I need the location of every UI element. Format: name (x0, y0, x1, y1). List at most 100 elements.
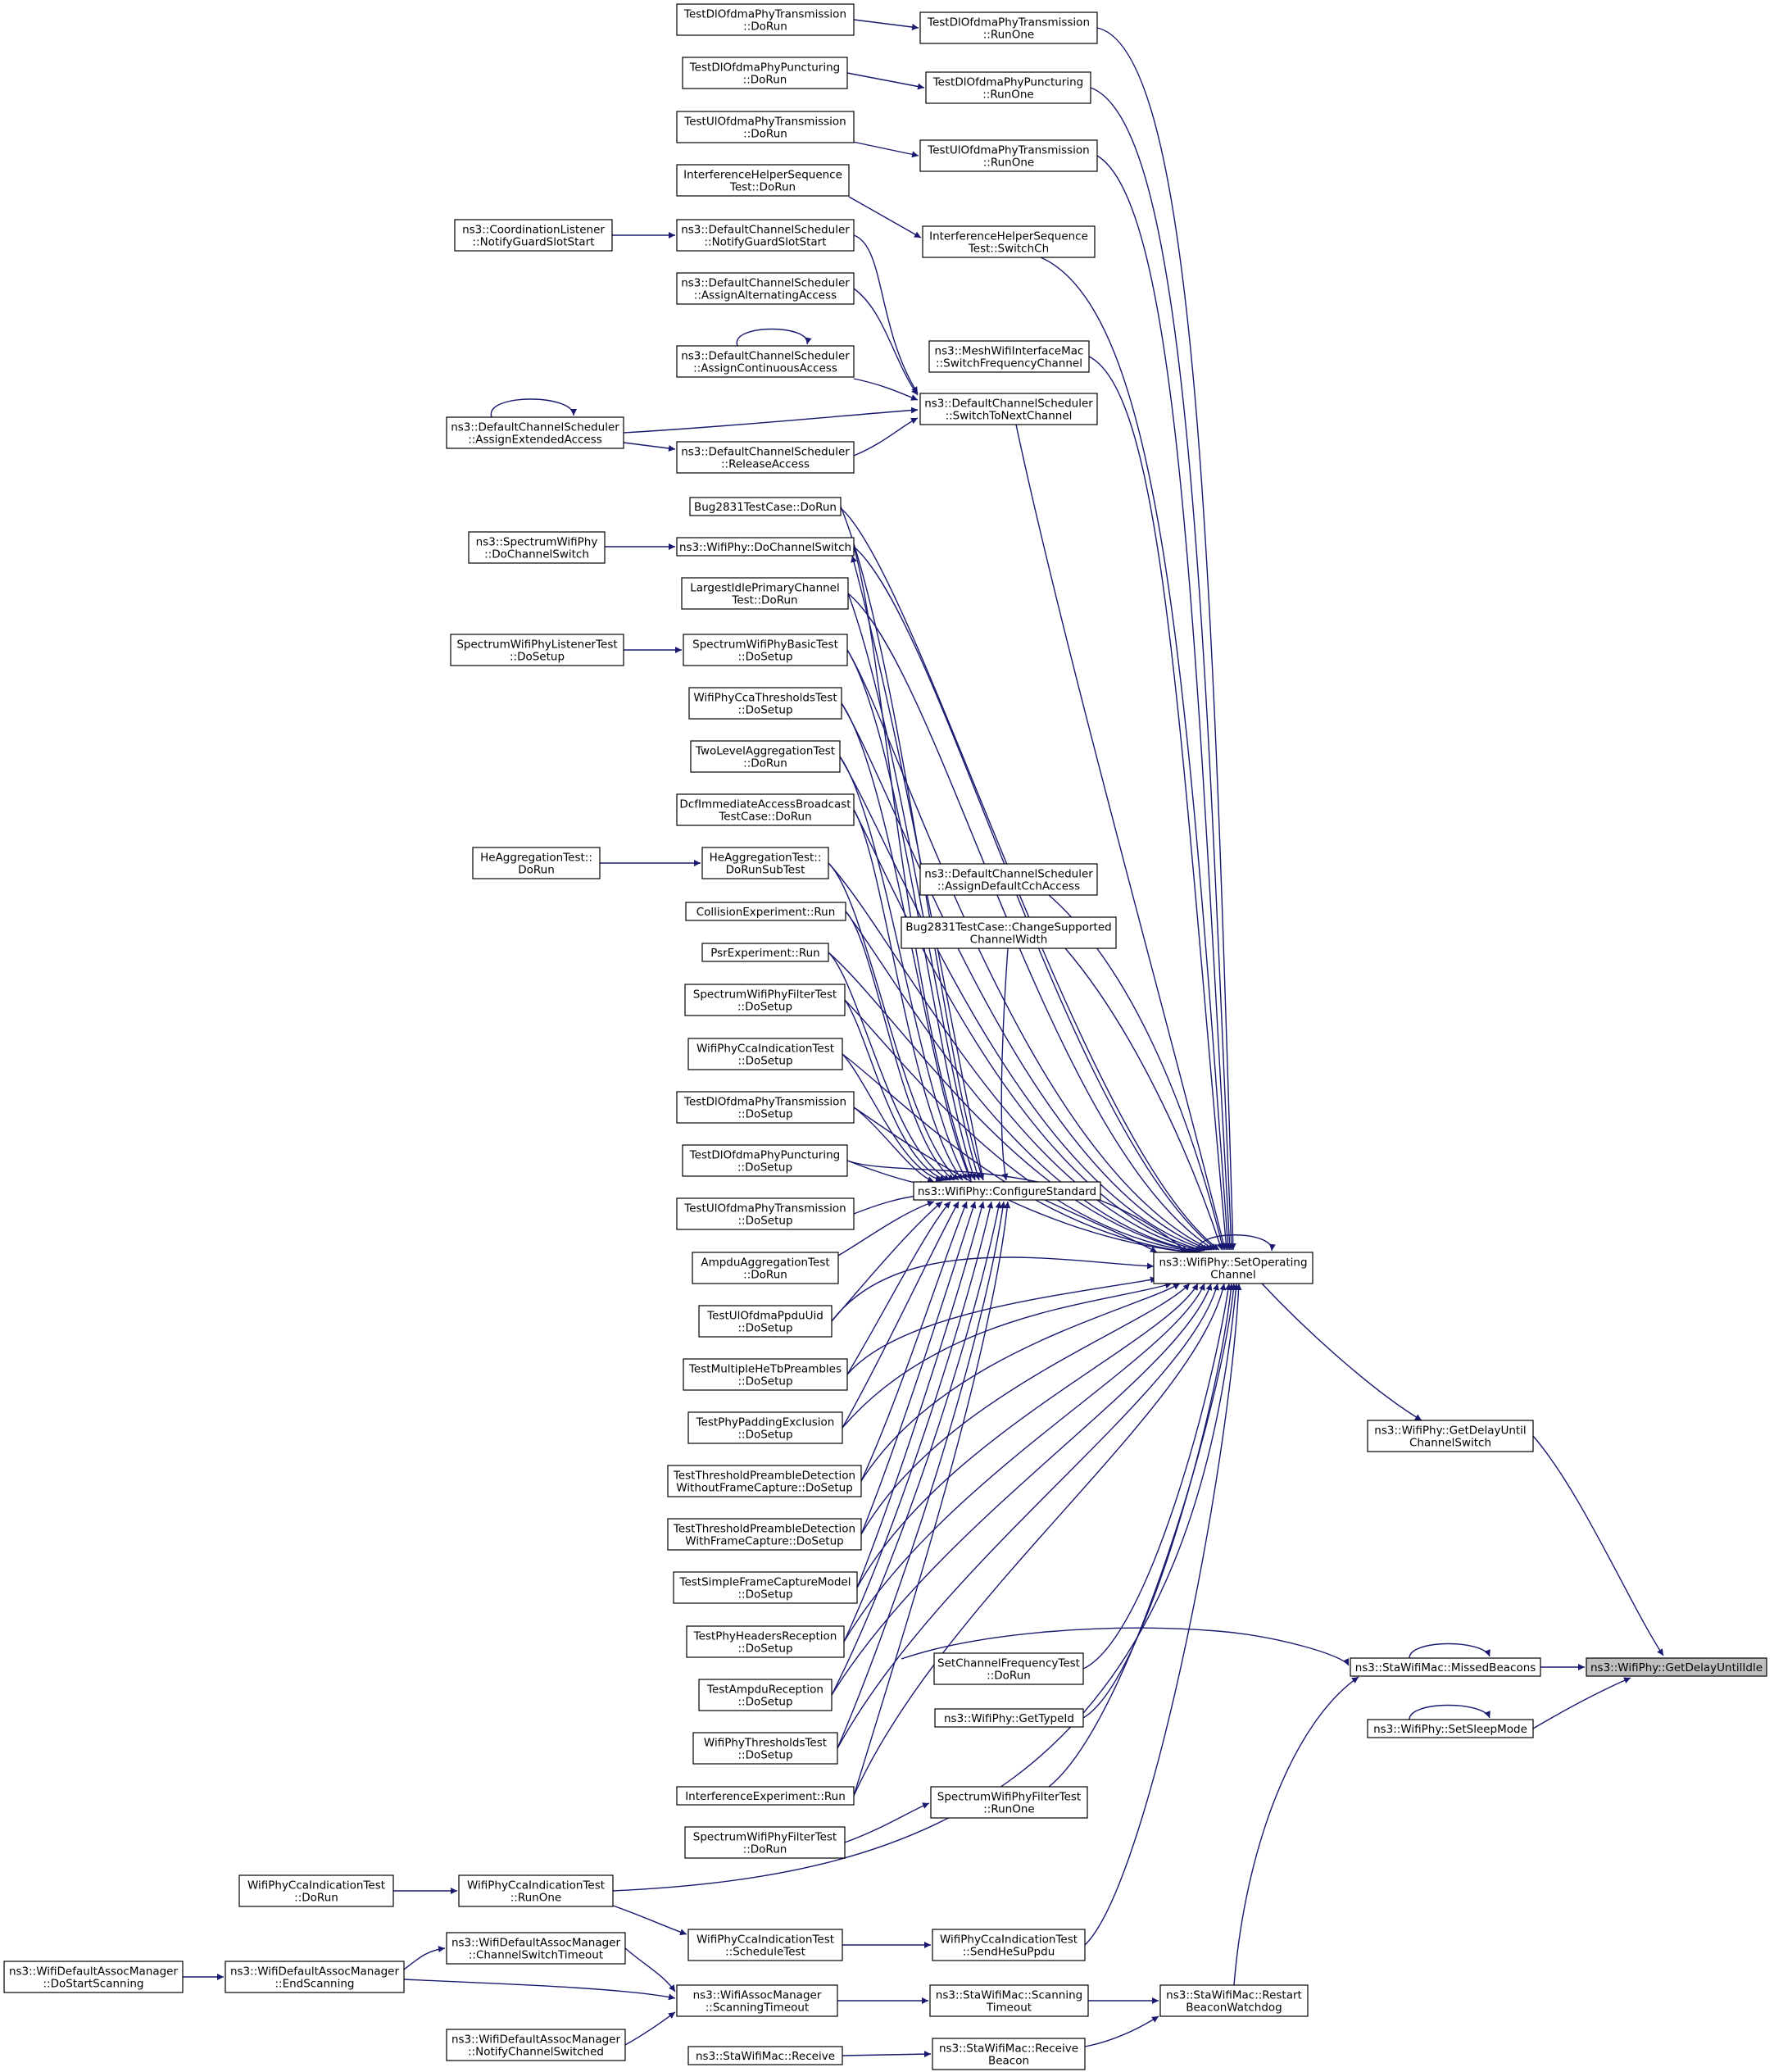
node-interfexp[interactable]: InterferenceExperiment::Run (676, 1786, 855, 1806)
node-dcs-rel[interactable]: ns3::DefaultChannelScheduler::ReleaseAcc… (676, 441, 855, 474)
node-wdam-notify[interactable]: ns3::WifiDefaultAssocManager::NotifyChan… (446, 2029, 626, 2061)
node-box (1159, 1984, 1309, 2017)
call-edge (860, 1283, 1191, 1535)
node-swpfilter-d[interactable]: SpectrumWifiPhyFilterTest::DoRun (684, 1826, 846, 1859)
node-ccathresh[interactable]: WifiPhyCcaThresholdsTest::DoSetup (688, 687, 842, 720)
node-simplefc[interactable]: TestSimpleFrameCaptureModel::DoSetup (673, 1571, 858, 1604)
node-label: ::DoSetup (737, 1322, 792, 1335)
node-bug2831-d[interactable]: Bug2831TestCase::DoRun (689, 497, 842, 516)
node-wdam-start[interactable]: ns3::WifiDefaultAssocManager::DoStartSca… (3, 1961, 184, 1993)
call-edge (612, 1283, 1240, 1892)
node-label: WifiPhyCcaIndicationTest (467, 1879, 605, 1893)
node-ccaind-he[interactable]: WifiPhyCcaIndicationTest::SendHeSuPpdu (932, 1929, 1086, 1961)
node-target[interactable]: ns3::WifiPhy::GetDelayUntilIdle (1586, 1657, 1767, 1677)
call-edge (491, 398, 577, 418)
node-wdam-chto[interactable]: ns3::WifiDefaultAssocManager::ChannelSwi… (446, 1932, 626, 1965)
node-wifiphy-dcs[interactable]: ns3::WifiPhy::DoChannelSwitch (676, 537, 855, 557)
node-label: TestThresholdPreambleDetection (673, 1523, 855, 1536)
node-box (676, 111, 855, 143)
node-collision[interactable]: CollisionExperiment::Run (685, 902, 846, 921)
node-label: ::DoSetup (510, 651, 565, 664)
node-dlofdmatx-r[interactable]: TestDlOfdmaPhyTransmission::RunOne (919, 11, 1098, 44)
node-ampduagg[interactable]: AmpduAggregationTest::DoRun (692, 1252, 839, 1284)
node-label: SpectrumWifiPhyFilterTest (693, 1831, 837, 1844)
node-label: CollisionExperiment::Run (696, 906, 836, 919)
node-label: ns3::WifiPhy::ConfigureStandard (918, 1185, 1096, 1198)
node-meshwifi[interactable]: ns3::MeshWifiInterfaceMac::SwitchFrequen… (928, 340, 1090, 373)
node-sta-scan[interactable]: ns3::StaWifiMac::ScanningTimeout (929, 1984, 1089, 2017)
node-dcs-cont[interactable]: ns3::DefaultChannelScheduler::AssignCont… (676, 345, 855, 378)
node-wdam-end[interactable]: ns3::WifiDefaultAssocManager::EndScannin… (225, 1961, 405, 1993)
node-dlpunct-d[interactable]: TestDlOfdmaPhyPuncturing::DoRun (682, 57, 848, 89)
node-ccaind-s[interactable]: WifiPhyCcaIndicationTest::DoSetup (687, 1038, 843, 1070)
node-dlpunct-s[interactable]: TestDlOfdmaPhyPuncturing::DoSetup (682, 1144, 848, 1177)
node-spectrum-dcs[interactable]: ns3::SpectrumWifiPhy::DoChannelSwitch (468, 531, 606, 564)
node-heagg-d[interactable]: HeAggregationTest::DoRun (472, 847, 601, 879)
call-edge (842, 1282, 1173, 1429)
node-ulppduuid[interactable]: TestUlOfdmaPpduUid::DoSetup (698, 1305, 833, 1338)
node-box (676, 1091, 855, 1124)
node-dcfimm[interactable]: DcfImmediateAccessBroadcastTestCase::DoR… (676, 793, 855, 826)
node-dlofdmatx-d[interactable]: TestDlOfdmaPhyTransmission::DoRun (676, 3, 855, 36)
node-configstd[interactable]: ns3::WifiPhy::ConfigureStandard (913, 1181, 1101, 1201)
node-dcs-guard[interactable]: ns3::DefaultChannelScheduler::NotifyGuar… (676, 219, 855, 252)
node-dcs-ext[interactable]: ns3::DefaultChannelScheduler::AssignExte… (446, 416, 624, 449)
node-sta-recv[interactable]: ns3::StaWifiMac::Receive (687, 2046, 843, 2065)
node-ulofdmatx-d[interactable]: TestUlOfdmaPhyTransmission::DoRun (676, 111, 855, 143)
call-edge (623, 442, 676, 452)
node-dcs-alt[interactable]: ns3::DefaultChannelScheduler::AssignAlte… (676, 272, 855, 305)
node-thresh-w[interactable]: TestThresholdPreambleDetectionWithFrameC… (667, 1518, 862, 1551)
call-edge (1000, 947, 1009, 1181)
call-edge (843, 1201, 994, 1643)
node-gettypeid[interactable]: ns3::WifiPhy::GetTypeId (934, 1708, 1084, 1728)
node-phythresh[interactable]: WifiPhyThresholdsTest::DoSetup (692, 1732, 838, 1765)
node-twolevel[interactable]: TwoLevelAggregationTest::DoRun (690, 740, 841, 773)
node-swplistener[interactable]: SpectrumWifiPhyListenerTest::DoSetup (450, 634, 624, 666)
call-edge (839, 756, 968, 1181)
node-dlpunct-r[interactable]: TestDlOfdmaPhyPuncturing::RunOne (925, 71, 1091, 104)
node-ulofdmatx-r[interactable]: TestUlOfdmaPhyTransmission::RunOne (919, 139, 1098, 172)
node-box (468, 531, 606, 564)
node-dcs-switch[interactable]: ns3::DefaultChannelScheduler::SwitchToNe… (919, 393, 1098, 425)
call-edge (828, 862, 960, 1181)
call-edge (848, 196, 922, 239)
node-ccaind-st[interactable]: WifiPhyCcaIndicationTest::ScheduleTest (687, 1929, 843, 1961)
node-ccaind-d[interactable]: WifiPhyCcaIndicationTest::DoRun (238, 1874, 394, 1907)
node-missedbeacons[interactable]: ns3::StaWifiMac::MissedBeacons (1350, 1657, 1541, 1677)
node-thresh-wo[interactable]: TestThresholdPreambleDetectionWithoutFra… (667, 1465, 862, 1497)
node-label: ::DoSetup (737, 1108, 792, 1121)
call-edge (1044, 1199, 1158, 1253)
node-bug2831-c[interactable]: Bug2831TestCase::ChangeSupportedChannelW… (901, 916, 1117, 949)
node-label: ns3::DefaultChannelScheduler (681, 277, 850, 290)
node-phypad[interactable]: TestPhyPaddingExclusion::DoSetup (687, 1411, 843, 1444)
node-label: ns3::WifiDefaultAssocManager (9, 1965, 179, 1979)
node-ulofdmatx-s[interactable]: TestUlOfdmaPhyTransmission::DoSetup (676, 1197, 855, 1230)
node-phyhdr[interactable]: TestPhyHeadersReception::DoSetup (686, 1625, 845, 1658)
node-setchfreq[interactable]: SetChannelFrequencyTest::DoRun (933, 1652, 1084, 1685)
node-ampdurx[interactable]: TestAmpduReception::DoSetup (698, 1679, 833, 1711)
node-coordlist[interactable]: ns3::CoordinationListener::NotifyGuardSl… (454, 219, 613, 252)
node-psr[interactable]: PsrExperiment::Run (701, 943, 829, 962)
node-label: WifiPhyCcaIndicationTest (247, 1879, 385, 1893)
node-swpfilter-r[interactable]: SpectrumWifiPhyFilterTest::RunOne (930, 1786, 1088, 1819)
node-box (238, 1874, 394, 1907)
node-swpfilter-s[interactable]: SpectrumWifiPhyFilterTest::DoSetup (684, 984, 846, 1016)
node-swpbasic[interactable]: SpectrumWifiPhyBasicTest::DoSetup (683, 634, 848, 666)
node-label: TestAmpduReception (706, 1684, 823, 1697)
call-edge (844, 999, 947, 1182)
node-ccaind-r[interactable]: WifiPhyCcaIndicationTest::RunOne (458, 1874, 614, 1907)
node-dcs-defcch[interactable]: ns3::DefaultChannelScheduler::AssignDefa… (919, 863, 1098, 896)
node-dlofdmatx-s[interactable]: TestDlOfdmaPhyTransmission::DoSetup (676, 1091, 855, 1124)
node-label: ::AssignExtendedAccess (468, 434, 602, 447)
node-wam-scan[interactable]: ns3::WifiAssocManager::ScanningTimeout (676, 1984, 838, 2017)
node-setsleep[interactable]: ns3::WifiPhy::SetSleepMode (1367, 1719, 1534, 1738)
node-heagg-s[interactable]: HeAggregationTest::DoRunSubTest (701, 847, 829, 879)
node-multihetb[interactable]: TestMultipleHeTbPreambles::DoSetup (683, 1358, 848, 1391)
